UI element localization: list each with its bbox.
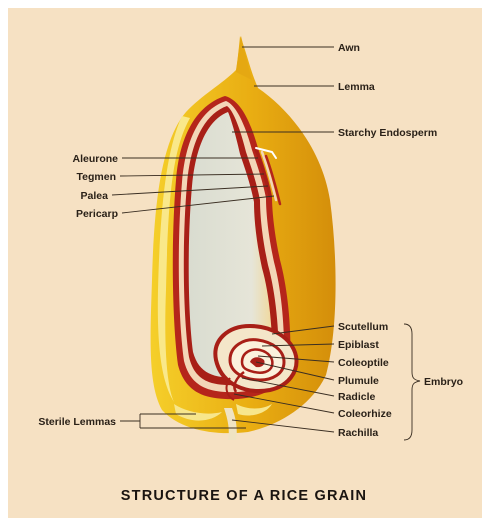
label-plumule: Plumule (338, 375, 379, 387)
label-coleorhize: Coleorhize (338, 408, 392, 420)
label-coleoptile: Coleoptile (338, 357, 389, 369)
label-scutellum: Scutellum (338, 321, 388, 333)
label-radicle: Radicle (338, 391, 376, 403)
label-tegmen: Tegmen (77, 171, 116, 183)
label-palea: Palea (81, 190, 109, 202)
label-awn: Awn (338, 42, 360, 54)
label-embryo: Embryo (424, 376, 463, 388)
label-lemma: Lemma (338, 81, 375, 93)
label-epiblast: Epiblast (338, 339, 379, 351)
label-starchy-endosperm: Starchy Endosperm (338, 127, 437, 139)
label-aleurone: Aleurone (72, 153, 118, 165)
diagram-title: STRUCTURE OF A RICE GRAIN (121, 488, 367, 504)
label-rachilla: Rachilla (338, 427, 378, 439)
label-pericarp: Pericarp (76, 208, 118, 220)
label-sterile-lemmas: Sterile Lemmas (38, 416, 116, 428)
